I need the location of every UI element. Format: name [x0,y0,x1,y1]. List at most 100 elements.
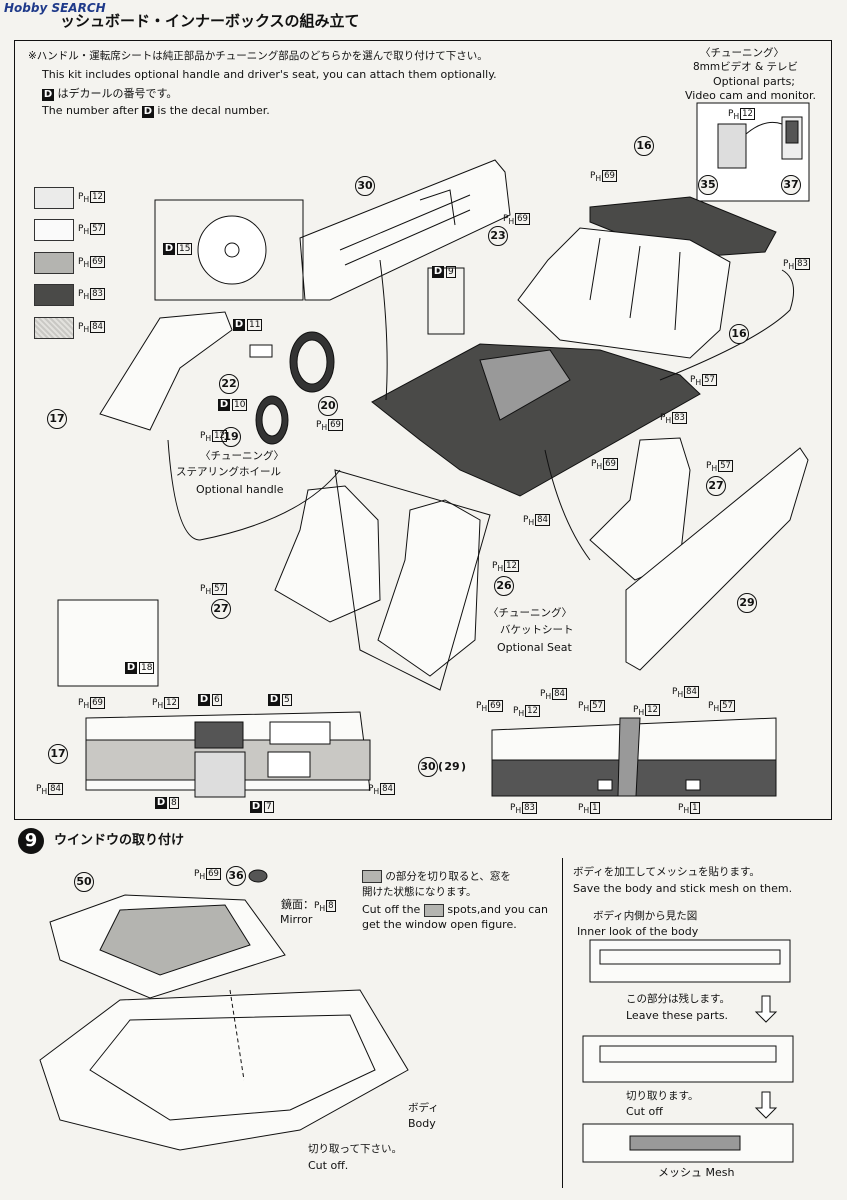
cut-parts-jp: 切り取ります。 [626,1090,699,1102]
body-label-jp: ボディ [408,1102,439,1114]
part-20: 20 [318,396,338,416]
part-27-right: 27 [706,476,726,496]
tuning-seat-label-jp: 〈チューニング〉 [488,607,572,619]
decal-key-icon: D [42,89,54,101]
swatch-83 [34,284,74,306]
part-16-top: 16 [634,136,654,156]
part-37: 37 [781,175,801,195]
tuning-seat-en: Optional Seat [497,641,572,654]
tuning-video-en-1: Optional parts; [713,75,796,88]
swatch-12 [34,187,74,209]
tuning-video-en-2: Video cam and monitor. [685,89,817,102]
mesh-panel [562,858,829,1188]
step-9-number: 9 [18,828,44,854]
part-30-29: 30(29) [418,757,466,777]
inner-look-jp: ボディ内側から見た図 [593,910,698,922]
note-decal-jp: D はデカールの番号です。 [42,87,178,101]
part-16-right: 16 [729,324,749,344]
step-8-panel [14,40,832,820]
note-decal-en: The number after D is the decal number. [42,104,270,118]
inner-look-en: Inner look of the body [577,925,699,938]
leave-parts-en: Leave these parts. [626,1009,729,1022]
cutoff-label-jp: 切り取って下さい。 [308,1143,402,1155]
tuning-handle-en: Optional handle [196,483,284,496]
part-17: 17 [47,409,67,429]
note-optional-jp: ※ハンドル・運転席シートは純正部品かチューニング部品のどちらかを選んで取り付けて… [28,50,488,62]
watermark: Hobby SEARCH [4,1,106,15]
swatch-69 [34,252,74,274]
tuning-seat-name-jp: バケットシート [500,624,574,636]
cut-note-jp-1: の部分を切り取ると、窓を [362,870,511,884]
part-36: 36 [226,866,246,886]
part-27-left: 27 [211,599,231,619]
part-35: 35 [698,175,718,195]
body-label-en: Body [408,1117,436,1130]
mesh-label: メッシュ Mesh [658,1166,735,1179]
mesh-note-jp: ボディを加工してメッシュを貼ります。 [573,866,760,878]
step-9-title: ウインドウの取り付け [54,833,185,848]
tuning-handle-name-jp: ステアリングホイール [176,466,281,478]
page-title: ッシュボード・インナーボックスの組み立て [60,12,360,30]
part-26: 26 [494,576,514,596]
part-29: 29 [737,593,757,613]
part-22: 22 [219,374,239,394]
swatch-57 [34,219,74,241]
mirror-label-en: Mirror [280,913,313,926]
note-optional-en: This kit includes optional handle and dr… [42,68,497,81]
cut-parts-en: Cut off [626,1105,663,1118]
tuning-handle-label-jp: 〈チューニング〉 [200,450,284,462]
leave-parts-jp: この部分は残します。 [626,993,730,1005]
part-30: 30 [355,176,375,196]
tuning-video-label-jp: 〈チューニング〉 [700,47,784,59]
part-17-front: 17 [48,744,68,764]
cutoff-label-en: Cut off. [308,1159,349,1172]
cut-note-en-2: get the window open figure. [362,918,517,931]
swatch-84 [34,317,74,339]
part-23: 23 [488,226,508,246]
mesh-note-en: Save the body and stick mesh on them. [573,882,793,895]
cut-swatch [362,870,382,883]
part-50: 50 [74,872,94,892]
